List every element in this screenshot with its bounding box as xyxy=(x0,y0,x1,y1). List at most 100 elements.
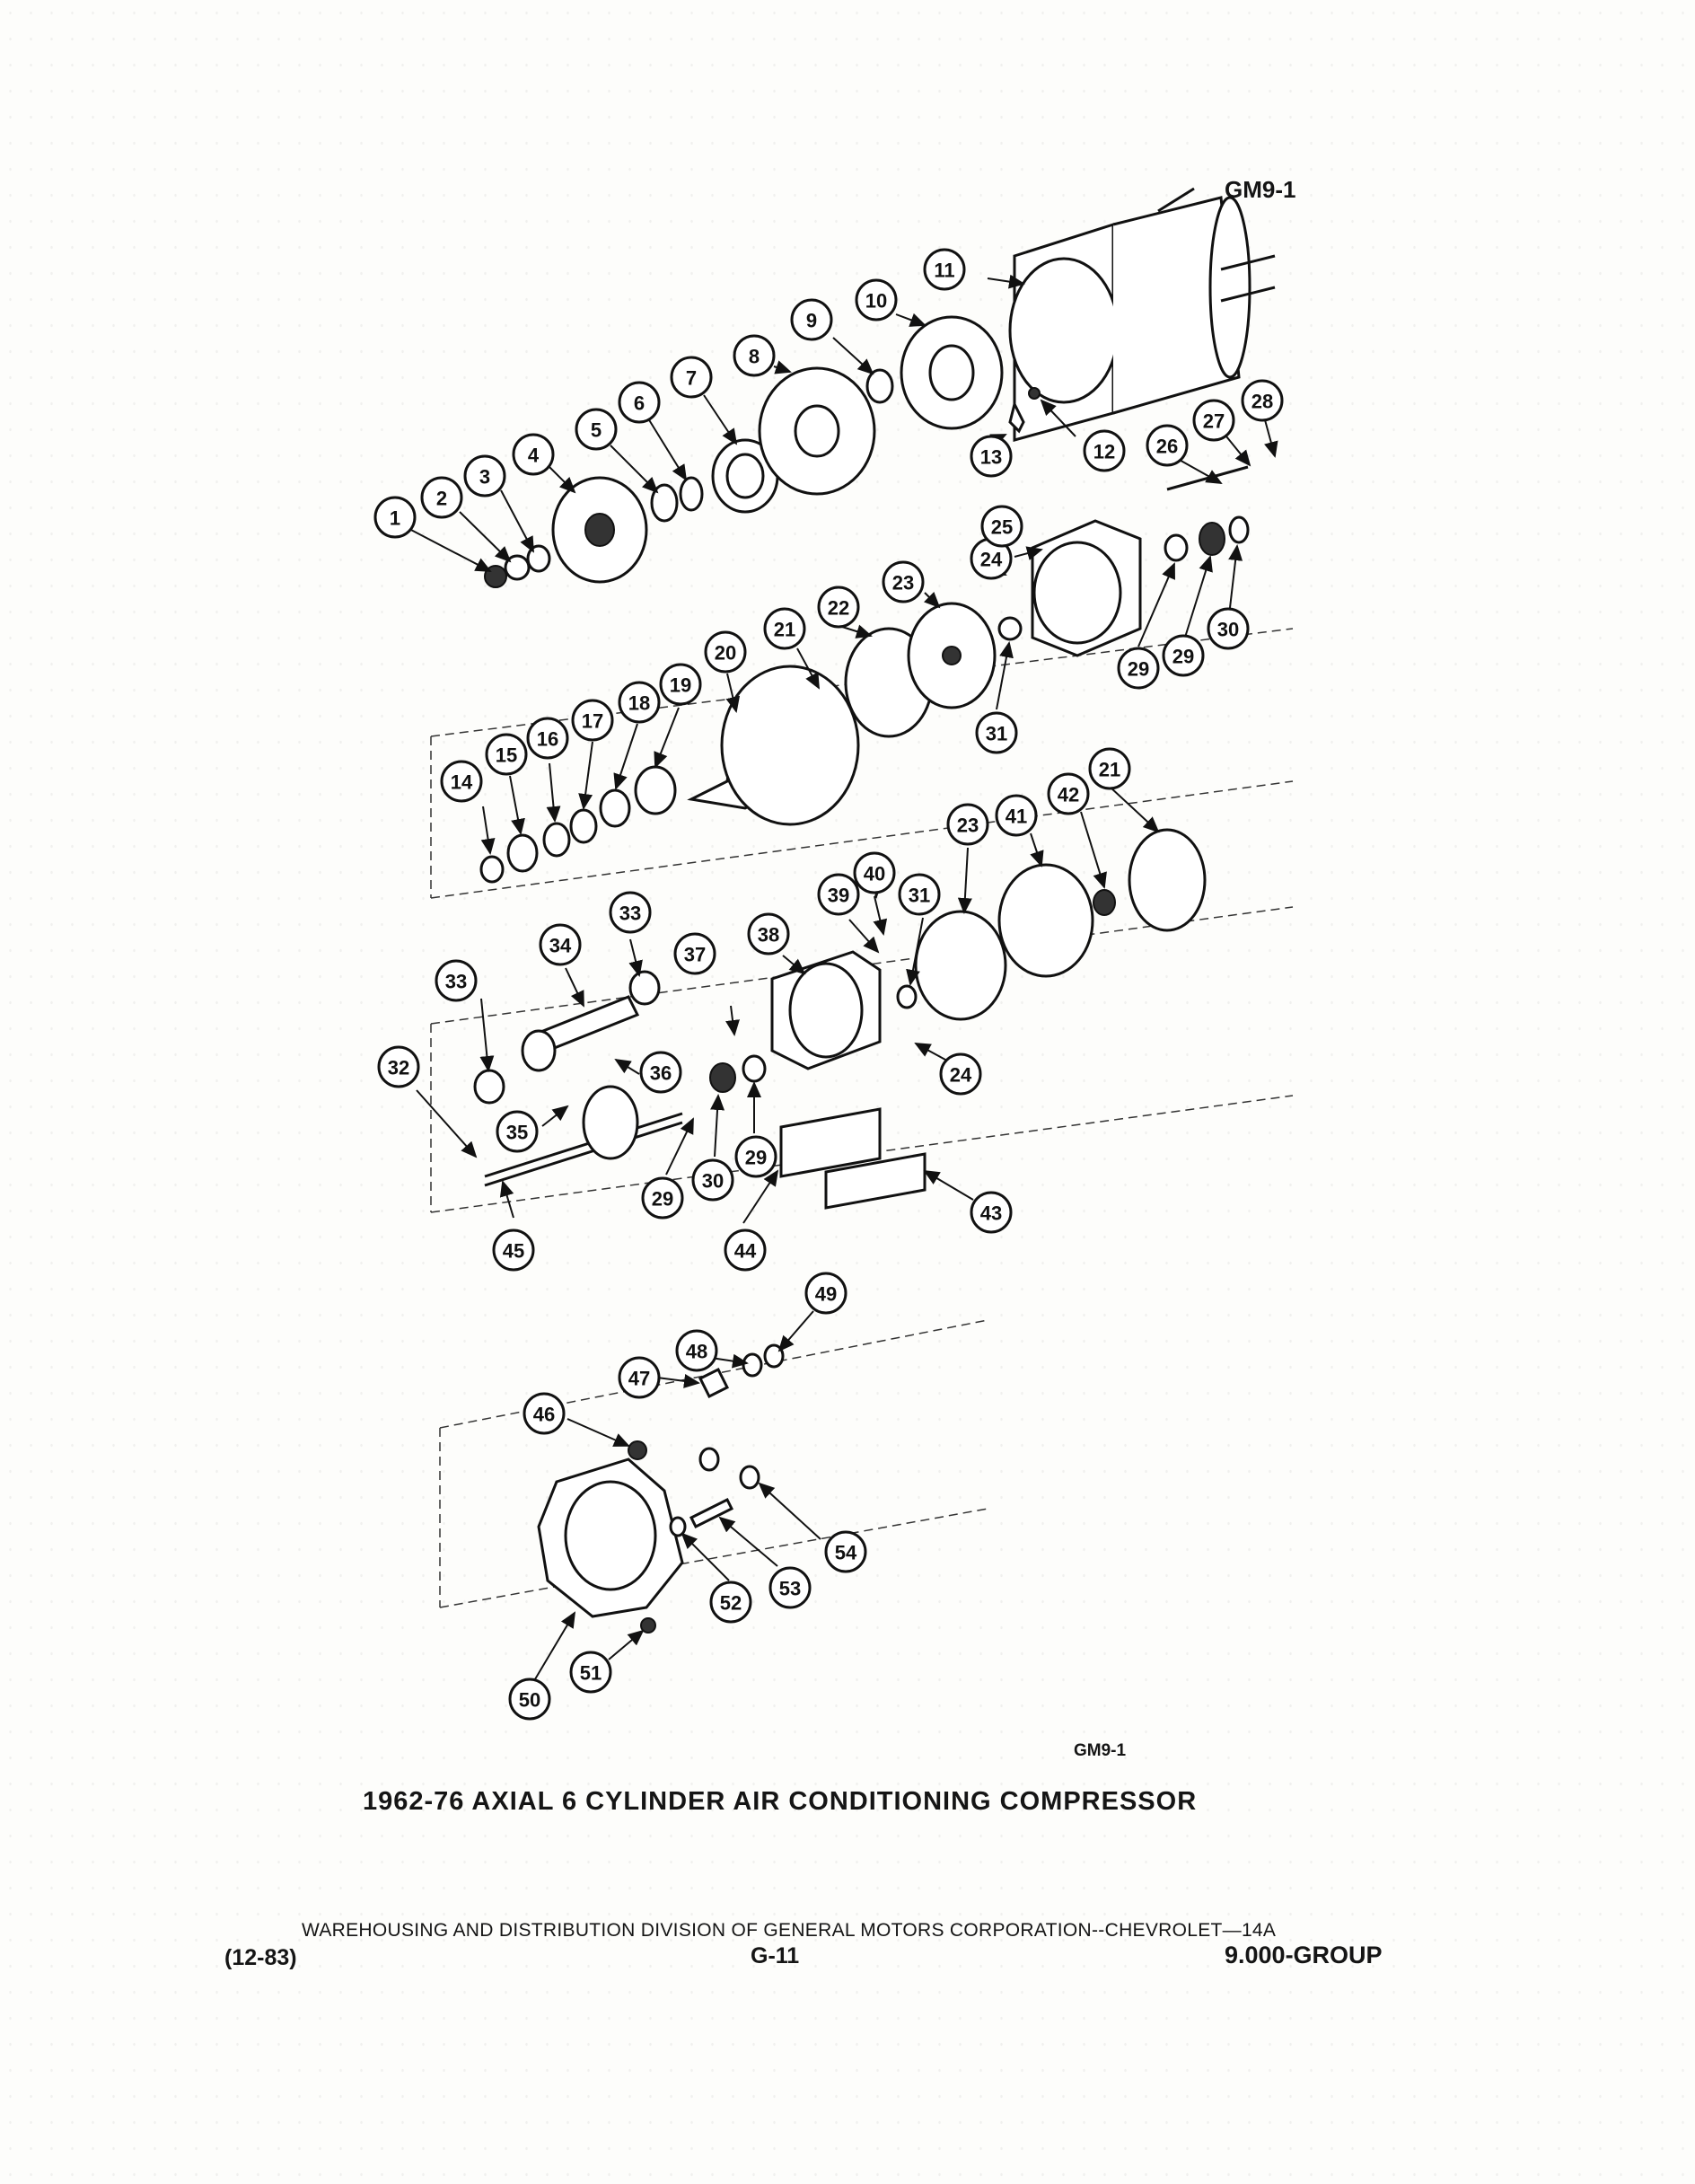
callout-circle xyxy=(618,1356,661,1399)
footer-date: (12-83) xyxy=(224,1945,297,1970)
callout-label: 48 xyxy=(686,1341,707,1363)
callout-23: 23 xyxy=(882,560,925,603)
rear-head-parts xyxy=(537,1343,785,1634)
callout-29: 29 xyxy=(641,1176,684,1220)
callout-label: 29 xyxy=(745,1147,767,1169)
callout-label: 29 xyxy=(1128,658,1149,681)
callout-circle xyxy=(970,1191,1013,1234)
footer-division: WAREHOUSING AND DISTRIBUTION DIVISION OF… xyxy=(302,1920,1277,1941)
callout-40: 40 xyxy=(853,851,896,894)
callout-label: 8 xyxy=(749,346,760,368)
callout-42: 42 xyxy=(1047,772,1090,815)
callout-label: 29 xyxy=(652,1188,673,1211)
callout-29: 29 xyxy=(734,1135,777,1178)
callout-22: 22 xyxy=(817,586,860,629)
callout-circle xyxy=(373,496,417,539)
callout-20: 20 xyxy=(704,630,747,674)
callout-label: 7 xyxy=(686,367,697,390)
callout-35: 35 xyxy=(496,1110,539,1153)
callout-49: 49 xyxy=(804,1272,848,1315)
callout-circle xyxy=(639,1051,682,1094)
callout-circle xyxy=(855,278,898,321)
callout-29: 29 xyxy=(1117,647,1160,690)
callout-46: 46 xyxy=(523,1392,566,1435)
callout-label: 36 xyxy=(650,1062,672,1085)
callout-circle xyxy=(1083,429,1126,472)
callout-circle xyxy=(575,408,618,451)
callout-7: 7 xyxy=(670,356,713,399)
callout-label: 5 xyxy=(591,419,602,442)
callout-50: 50 xyxy=(508,1678,551,1721)
callout-circle xyxy=(508,1678,551,1721)
callout-54: 54 xyxy=(824,1530,867,1573)
callout-label: 24 xyxy=(950,1064,972,1087)
callout-label: 43 xyxy=(980,1202,1002,1225)
callout-circle xyxy=(768,1566,812,1609)
callout-label: 2 xyxy=(436,488,447,510)
callout-16: 16 xyxy=(526,717,569,760)
callout-circle xyxy=(898,873,941,916)
callout-36: 36 xyxy=(639,1051,682,1094)
callout-label: 31 xyxy=(909,885,930,907)
callout-circle xyxy=(440,760,483,803)
callout-43: 43 xyxy=(970,1191,1013,1234)
callout-31: 31 xyxy=(898,873,941,916)
callout-5: 5 xyxy=(575,408,618,451)
part-callouts: 1234567891011121314151617181920212223242… xyxy=(373,248,1284,1721)
callout-circle xyxy=(569,1651,612,1694)
callout-circle xyxy=(435,959,478,1002)
callout-circle xyxy=(496,1110,539,1153)
callout-label: 45 xyxy=(503,1240,524,1263)
callout-label: 1 xyxy=(390,507,400,530)
callout-circle xyxy=(824,1530,867,1573)
callout-circle xyxy=(882,560,925,603)
callout-label: 33 xyxy=(445,971,467,993)
callout-label: 3 xyxy=(479,466,490,489)
callout-label: 11 xyxy=(934,260,954,282)
callout-circle xyxy=(609,891,652,934)
callout-label: 4 xyxy=(528,445,540,467)
callout-17: 17 xyxy=(571,699,614,742)
callout-circle xyxy=(804,1272,848,1315)
callout-2: 2 xyxy=(420,476,463,519)
callout-32: 32 xyxy=(377,1045,420,1088)
callout-circle xyxy=(946,803,989,846)
callout-circle xyxy=(618,381,661,424)
callout-circle xyxy=(817,873,860,916)
callout-label: 52 xyxy=(720,1592,742,1615)
callout-circle xyxy=(691,1158,734,1202)
callout-26: 26 xyxy=(1146,424,1189,467)
callout-10: 10 xyxy=(855,278,898,321)
callout-circle xyxy=(939,1052,982,1096)
callout-label: 26 xyxy=(1156,436,1178,458)
callout-label: 29 xyxy=(1172,646,1194,668)
callout-circle xyxy=(704,630,747,674)
callout-4: 4 xyxy=(512,433,555,476)
footer-group: 9.000-GROUP xyxy=(1225,1942,1383,1968)
callout-44: 44 xyxy=(724,1228,767,1272)
callout-label: 31 xyxy=(986,723,1007,745)
callout-label: 18 xyxy=(628,692,650,715)
callout-29: 29 xyxy=(1162,634,1205,677)
callout-circle xyxy=(539,923,582,966)
callout-33: 33 xyxy=(609,891,652,934)
callout-circle xyxy=(734,1135,777,1178)
callout-label: 37 xyxy=(684,944,706,966)
callout-label: 30 xyxy=(1217,619,1239,641)
callout-circle xyxy=(970,435,1013,478)
callout-23: 23 xyxy=(946,803,989,846)
callout-circle xyxy=(571,699,614,742)
callout-label: 53 xyxy=(779,1578,801,1600)
callout-circle xyxy=(512,433,555,476)
callout-45: 45 xyxy=(492,1228,535,1272)
callout-24: 24 xyxy=(970,537,1013,580)
callout-label: 24 xyxy=(980,549,1003,571)
callout-circle xyxy=(463,454,506,498)
callout-label: 51 xyxy=(580,1662,602,1685)
callout-13: 13 xyxy=(970,435,1013,478)
callout-41: 41 xyxy=(995,794,1038,837)
callout-39: 39 xyxy=(817,873,860,916)
callout-11: 11 xyxy=(923,248,966,291)
callout-label: 41 xyxy=(1006,806,1027,828)
callout-circle xyxy=(675,1329,718,1372)
